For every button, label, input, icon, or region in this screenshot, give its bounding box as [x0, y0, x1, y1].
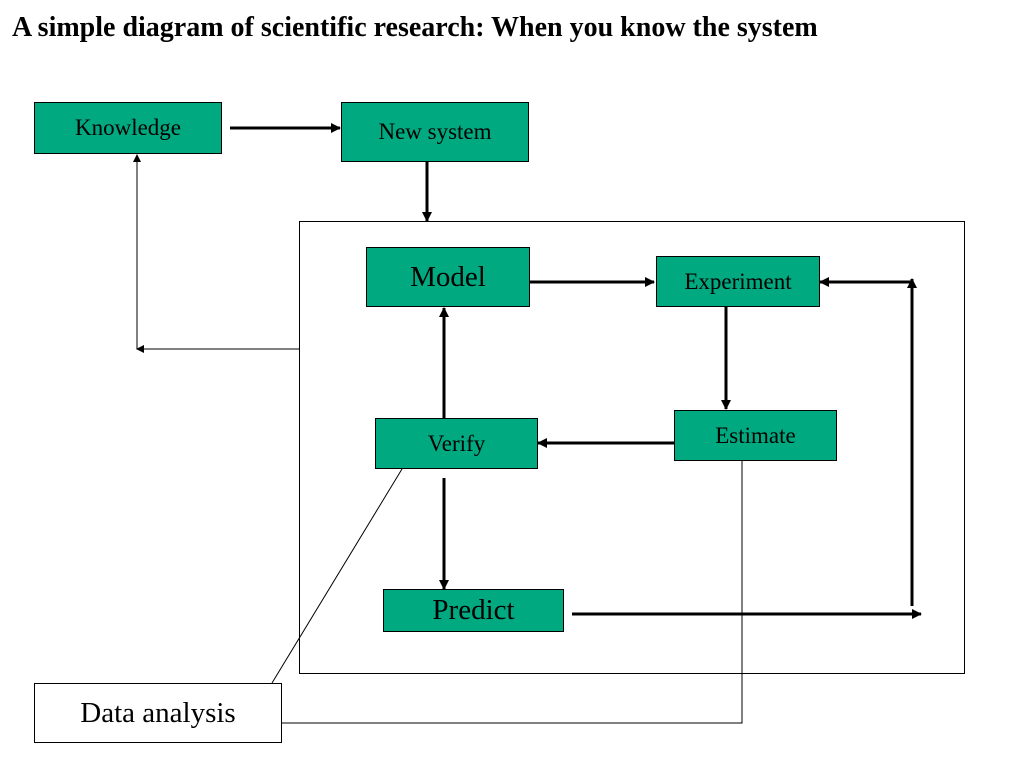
research-cycle-frame [299, 221, 965, 674]
verify-label: Verify [427, 430, 486, 456]
experiment-node: Experiment [656, 256, 820, 307]
model-node: Model [366, 247, 530, 307]
estimate-node: Estimate [674, 410, 837, 461]
data-analysis-label: Data analysis [80, 696, 236, 729]
diagram-title: A simple diagram of scientific research:… [12, 12, 818, 43]
knowledge-node: Knowledge [34, 102, 222, 154]
predict-label: Predict [432, 594, 515, 626]
model-label: Model [410, 261, 486, 293]
data-analysis-node: Data analysis [34, 683, 282, 743]
predict-node: Predict [383, 589, 564, 632]
callout-estimate-data-analysis [282, 461, 743, 724]
estimate-label: Estimate [715, 423, 796, 448]
new-system-node: New system [341, 102, 529, 162]
arrow-frame-to-knowledge [133, 154, 299, 350]
knowledge-label: Knowledge [74, 115, 182, 140]
verify-node: Verify [375, 418, 538, 469]
new-system-label: New system [378, 119, 492, 144]
callout-verify-data-analysis [271, 468, 403, 684]
experiment-label: Experiment [684, 268, 792, 294]
